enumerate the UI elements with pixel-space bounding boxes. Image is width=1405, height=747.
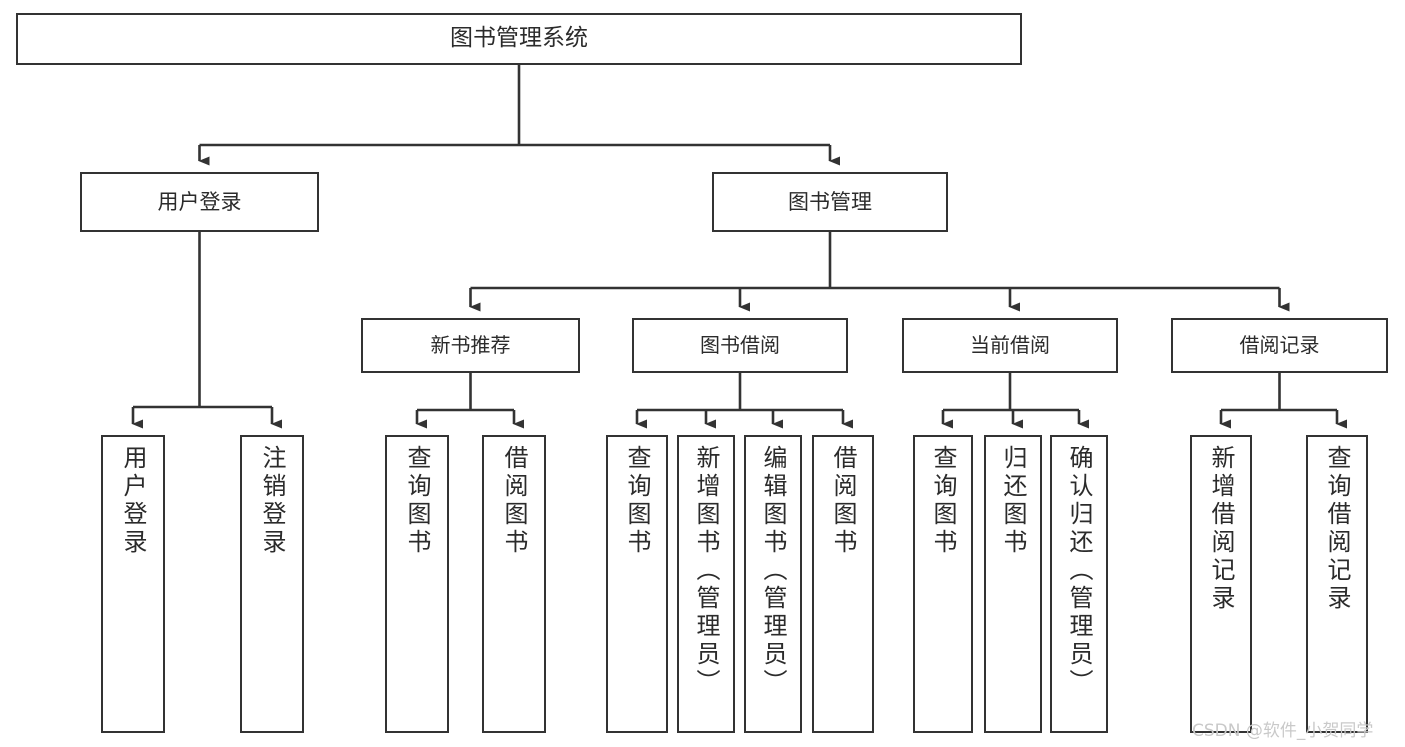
node-level1-0[interactable]: 用户登录 bbox=[80, 172, 319, 232]
node-level1-1-label: 图书管理 bbox=[788, 189, 872, 214]
node-level2-3-label: 借阅记录 bbox=[1239, 332, 1320, 357]
node-level2-3[interactable]: 借阅记录 bbox=[1171, 318, 1388, 373]
node-leaf-4[interactable]: 查询图书 bbox=[606, 435, 668, 733]
node-leaf-0-label: 用户登录 bbox=[119, 445, 147, 557]
node-leaf-11-label: 新增借阅记录 bbox=[1207, 445, 1235, 613]
node-leaf-1[interactable]: 注销登录 bbox=[240, 435, 304, 733]
node-leaf-10-label: 确认归还（管理员） bbox=[1065, 445, 1093, 697]
node-leaf-11[interactable]: 新增借阅记录 bbox=[1190, 435, 1252, 733]
node-leaf-9[interactable]: 归还图书 bbox=[984, 435, 1042, 733]
node-leaf-12-label: 查询借阅记录 bbox=[1323, 445, 1351, 613]
node-leaf-5-label: 新增图书（管理员） bbox=[692, 445, 720, 697]
node-leaf-8[interactable]: 查询图书 bbox=[913, 435, 973, 733]
node-root-label: 图书管理系统 bbox=[450, 25, 588, 52]
node-leaf-8-label: 查询图书 bbox=[929, 445, 957, 557]
node-leaf-2-label: 查询图书 bbox=[403, 445, 431, 557]
node-level2-0-label: 新书推荐 bbox=[430, 332, 511, 357]
csdn-watermark: CSDN @软件_小贺同学 bbox=[1192, 721, 1374, 741]
node-leaf-6[interactable]: 编辑图书（管理员） bbox=[744, 435, 802, 733]
node-leaf-3-label: 借阅图书 bbox=[500, 445, 528, 557]
node-leaf-3[interactable]: 借阅图书 bbox=[482, 435, 546, 733]
node-leaf-7-label: 借阅图书 bbox=[829, 445, 857, 557]
node-level2-1[interactable]: 图书借阅 bbox=[632, 318, 848, 373]
node-leaf-9-label: 归还图书 bbox=[999, 445, 1027, 557]
node-level2-2[interactable]: 当前借阅 bbox=[902, 318, 1118, 373]
node-leaf-4-label: 查询图书 bbox=[623, 445, 651, 557]
node-level1-0-label: 用户登录 bbox=[157, 189, 242, 214]
node-leaf-1-label: 注销登录 bbox=[258, 445, 286, 557]
node-level2-2-label: 当前借阅 bbox=[970, 332, 1050, 357]
node-leaf-2[interactable]: 查询图书 bbox=[385, 435, 449, 733]
node-leaf-5[interactable]: 新增图书（管理员） bbox=[677, 435, 735, 733]
node-leaf-12[interactable]: 查询借阅记录 bbox=[1306, 435, 1368, 733]
node-level2-0[interactable]: 新书推荐 bbox=[361, 318, 580, 373]
node-level2-1-label: 图书借阅 bbox=[700, 332, 780, 357]
node-leaf-0[interactable]: 用户登录 bbox=[101, 435, 165, 733]
node-root[interactable]: 图书管理系统 bbox=[16, 13, 1022, 65]
node-leaf-10[interactable]: 确认归还（管理员） bbox=[1050, 435, 1108, 733]
node-leaf-6-label: 编辑图书（管理员） bbox=[759, 445, 787, 697]
node-leaf-7[interactable]: 借阅图书 bbox=[812, 435, 874, 733]
node-level1-1[interactable]: 图书管理 bbox=[712, 172, 948, 232]
